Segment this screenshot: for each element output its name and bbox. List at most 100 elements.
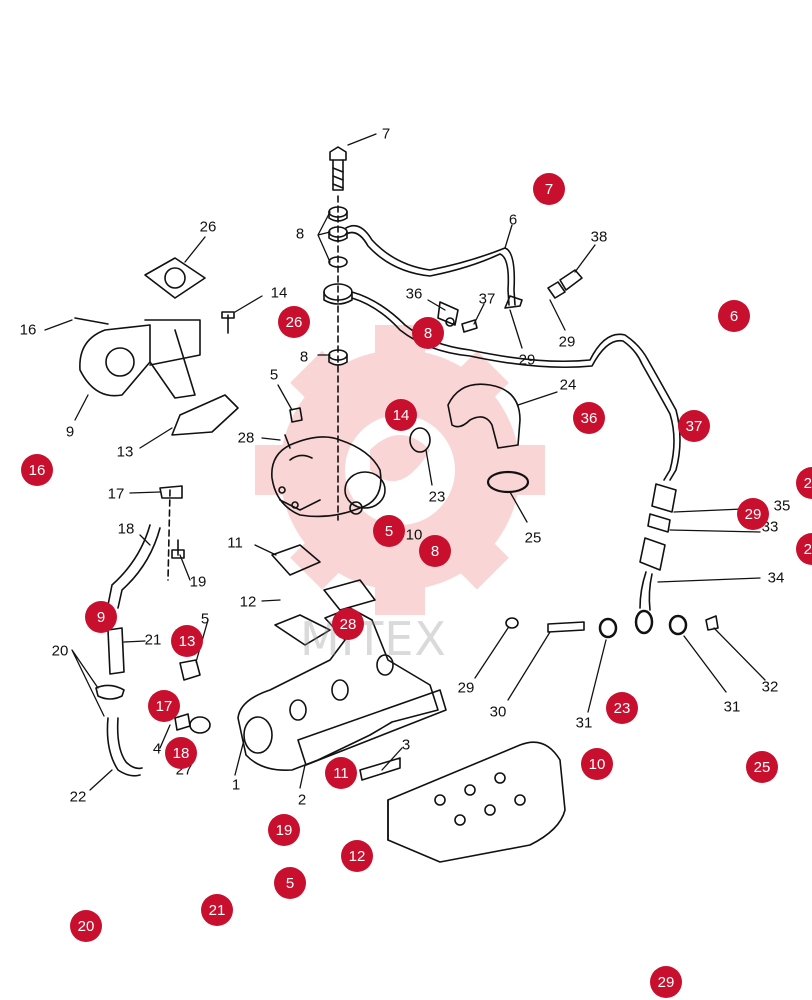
hose-21 xyxy=(107,627,125,675)
hotspot-5b[interactable]: 5 xyxy=(274,867,306,899)
callout-35: 35 xyxy=(773,497,791,515)
hotspot-37[interactable]: 37 xyxy=(678,410,710,442)
callout-3: 3 xyxy=(401,736,411,754)
callout-29b: 29 xyxy=(558,333,576,351)
callout-19: 19 xyxy=(189,573,207,591)
callout-11: 11 xyxy=(227,534,243,552)
callout-14: 14 xyxy=(270,284,288,302)
hotspot-8b[interactable]: 8 xyxy=(419,535,451,567)
hotspot-5[interactable]: 5 xyxy=(373,515,405,547)
bolt-14 xyxy=(221,311,235,334)
callout-8: 8 xyxy=(295,225,305,243)
turbo-outlet-cover-9 xyxy=(79,319,201,399)
callout-7: 7 xyxy=(381,125,391,143)
hotspot-36[interactable]: 36 xyxy=(573,402,605,434)
hose-18 xyxy=(107,524,161,609)
clamp-20 xyxy=(95,684,125,700)
turbocharger xyxy=(271,436,386,518)
hotspot-29[interactable]: 29 xyxy=(737,498,769,530)
hotspot-28[interactable]: 28 xyxy=(332,608,364,640)
centerline-2 xyxy=(167,489,171,581)
callout-17: 17 xyxy=(107,485,125,503)
callout-13: 13 xyxy=(116,443,134,461)
hotspot-2x-edge[interactable]: 29 xyxy=(796,467,812,499)
elbow-hose-24 xyxy=(447,383,521,449)
nut-5-top xyxy=(289,407,303,423)
hotspot-12[interactable]: 12 xyxy=(341,840,373,872)
hotspot-17[interactable]: 17 xyxy=(148,690,180,722)
hotspot-29b[interactable]: 29 xyxy=(650,966,682,998)
callout-18: 18 xyxy=(117,520,135,538)
gasket-26-hole xyxy=(164,267,186,289)
hotspot-13[interactable]: 13 xyxy=(171,625,203,657)
oring-29 xyxy=(505,617,519,629)
callout-9: 9 xyxy=(65,423,75,441)
oil-line-6 xyxy=(345,224,523,309)
bracket-17 xyxy=(159,485,183,499)
plug-4 xyxy=(174,713,191,731)
callout-16: 16 xyxy=(19,321,37,339)
callout-10: 10 xyxy=(405,526,423,544)
fitting-30 xyxy=(547,621,585,633)
hotspot-24-edge[interactable]: 24 xyxy=(796,533,812,565)
engine-block xyxy=(387,741,566,863)
seal-31 xyxy=(598,617,618,639)
hotspot-23[interactable]: 23 xyxy=(606,692,638,724)
callout-6: 6 xyxy=(508,211,518,229)
clamp-25 xyxy=(486,470,530,494)
callout-38: 38 xyxy=(590,228,608,246)
bolt-7 xyxy=(329,146,347,191)
hotspot-14[interactable]: 14 xyxy=(385,399,417,431)
hotspot-21[interactable]: 21 xyxy=(201,894,233,926)
callout-31b: 31 xyxy=(723,698,741,716)
fitting-38 xyxy=(547,269,583,299)
bolt-16 xyxy=(74,317,109,325)
bolt-28 xyxy=(284,434,291,449)
hotspot-10[interactable]: 10 xyxy=(581,748,613,780)
hotspot-25[interactable]: 25 xyxy=(746,751,778,783)
callout-32: 32 xyxy=(761,678,779,696)
exhaust-manifold-1 xyxy=(237,607,439,772)
callout-21: 21 xyxy=(144,631,162,649)
fitting-37 xyxy=(461,319,478,333)
gasket-2 xyxy=(297,689,447,766)
hotspot-26[interactable]: 26 xyxy=(278,306,310,338)
callout-2: 2 xyxy=(297,791,307,809)
callout-1: 1 xyxy=(231,776,241,794)
callout-24: 24 xyxy=(559,376,577,394)
callout-25: 25 xyxy=(524,529,542,547)
seal-31b xyxy=(668,614,688,636)
callout-29c: 29 xyxy=(457,679,475,697)
leader-lines xyxy=(44,133,767,791)
callout-29: 29 xyxy=(518,351,536,369)
callout-12: 12 xyxy=(239,593,257,611)
callout-36: 36 xyxy=(405,285,423,303)
hotspot-9[interactable]: 9 xyxy=(85,601,117,633)
clamp-23 xyxy=(409,427,431,453)
bracket-28 xyxy=(323,579,376,611)
callout-30: 30 xyxy=(489,703,507,721)
gasket-26 xyxy=(144,257,206,299)
hotspot-7[interactable]: 7 xyxy=(533,173,565,205)
callout-8b: 8 xyxy=(299,348,309,366)
stud-3 xyxy=(359,757,401,781)
callout-5: 5 xyxy=(269,366,279,384)
washer-27 xyxy=(189,716,211,734)
callout-4: 4 xyxy=(152,740,162,758)
callout-5b: 5 xyxy=(200,610,210,628)
gasket-11 xyxy=(271,544,321,576)
hotspot-8[interactable]: 8 xyxy=(412,317,444,349)
hotspot-19[interactable]: 19 xyxy=(268,814,300,846)
callout-34: 34 xyxy=(767,569,785,587)
callout-20: 20 xyxy=(51,642,69,660)
callout-28: 28 xyxy=(237,429,255,447)
hotspot-6[interactable]: 6 xyxy=(718,300,750,332)
hotspot-16[interactable]: 16 xyxy=(21,454,53,486)
hotspot-18[interactable]: 18 xyxy=(165,737,197,769)
callout-23: 23 xyxy=(428,488,446,506)
hotspot-20[interactable]: 20 xyxy=(70,910,102,942)
hose-22 xyxy=(106,717,143,777)
hotspot-11[interactable]: 11 xyxy=(325,757,357,789)
